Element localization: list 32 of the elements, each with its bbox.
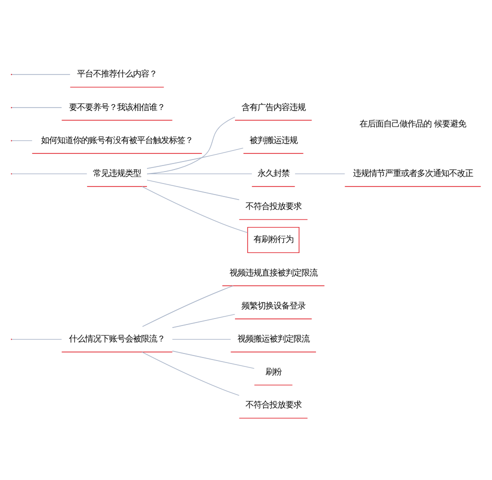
node-text: 什么情况下账号会被限流？ — [69, 333, 166, 344]
node-text: 刷粉 — [265, 366, 282, 377]
connector — [172, 350, 255, 369]
node-text: 含有广告内容违规 — [241, 102, 306, 112]
connector — [142, 286, 234, 327]
node-text: 平台不推荐什么内容？ — [77, 68, 158, 79]
connector — [146, 180, 240, 200]
node-text: 被判搬运违规 — [249, 134, 298, 145]
connector — [11, 173, 88, 174]
node-text: 如何知道你的账号有没有被平台触发标签？ — [41, 134, 194, 145]
node-text: 视频违规直接被判定限流 — [229, 267, 318, 278]
node-text: 永久封禁 — [257, 168, 290, 178]
connector — [142, 352, 240, 396]
node-text: 不符合投放要求 — [245, 201, 302, 212]
connector — [146, 148, 244, 169]
node-text: 不符合投放要求 — [245, 400, 302, 410]
node-text: 违规情节严重或者多次通知不改正 — [352, 168, 473, 178]
node-text: 常见违规类型 — [93, 168, 142, 178]
connector — [294, 173, 346, 174]
connector — [11, 107, 62, 108]
connector — [172, 338, 232, 340]
connector — [11, 338, 62, 340]
node-text: 视频搬运被判定限流 — [237, 333, 310, 344]
node-text: 要不要养号？我该相信谁？ — [69, 102, 166, 112]
connector — [142, 186, 248, 234]
node-box: 有刷粉行为 — [247, 226, 300, 254]
connector — [11, 74, 70, 75]
node-text: 频繁切换设备登录 — [241, 300, 306, 310]
node-text: 在后面自己做作品的 候要避免 — [359, 118, 466, 129]
connector — [11, 140, 32, 142]
connector — [172, 314, 236, 328]
connector — [146, 173, 252, 174]
